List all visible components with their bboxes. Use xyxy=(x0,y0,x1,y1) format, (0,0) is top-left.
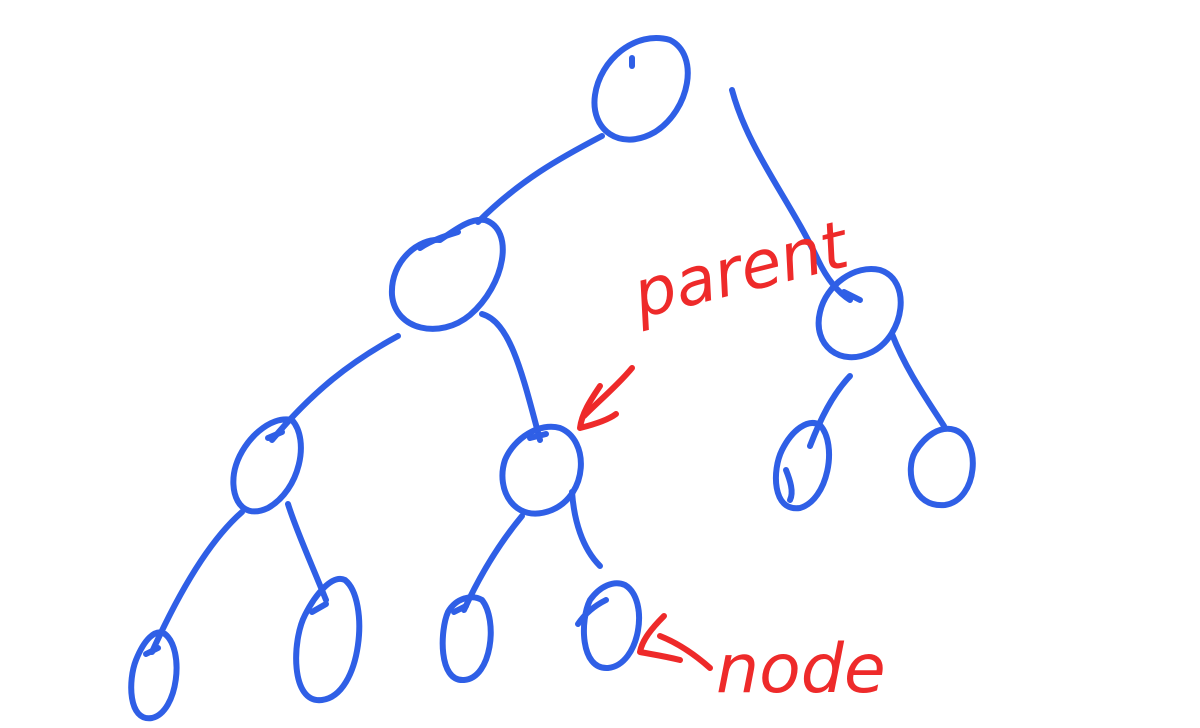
edge-l1-right-l2-d xyxy=(889,331,947,429)
annotation-node: node xyxy=(637,613,886,709)
node-l2-d xyxy=(907,425,976,509)
annotation-parent: parent xyxy=(577,206,857,431)
node-l2-c xyxy=(772,420,833,512)
node-l3-b xyxy=(293,576,363,704)
edge-root-l1-left xyxy=(475,133,605,225)
nodes xyxy=(128,35,976,722)
node-l3-c xyxy=(439,594,494,683)
node-l1-left xyxy=(388,216,506,332)
parent-arrow-head xyxy=(577,383,619,431)
node-root xyxy=(591,35,691,143)
edges xyxy=(149,87,947,655)
node-label: node xyxy=(716,630,886,709)
parent-arrow-shaft xyxy=(581,365,635,419)
edge-l1-right-l2-c xyxy=(807,373,853,449)
node-l1-right xyxy=(815,265,904,361)
edge-l1-left-l2-a xyxy=(269,333,401,443)
node-l3-a xyxy=(128,629,180,722)
edge-root-l1-right xyxy=(729,87,853,303)
edge-l2-a-l3-b xyxy=(285,501,329,603)
node-l2-b xyxy=(499,423,584,517)
edge-l1-left-l2-b xyxy=(479,311,543,443)
edge-l2-b-l3-d xyxy=(569,489,603,569)
node-arrow-shaft xyxy=(657,633,713,671)
node-l3-d xyxy=(575,580,642,671)
node-l2-a xyxy=(230,416,304,515)
node-arrow-head xyxy=(637,613,683,663)
